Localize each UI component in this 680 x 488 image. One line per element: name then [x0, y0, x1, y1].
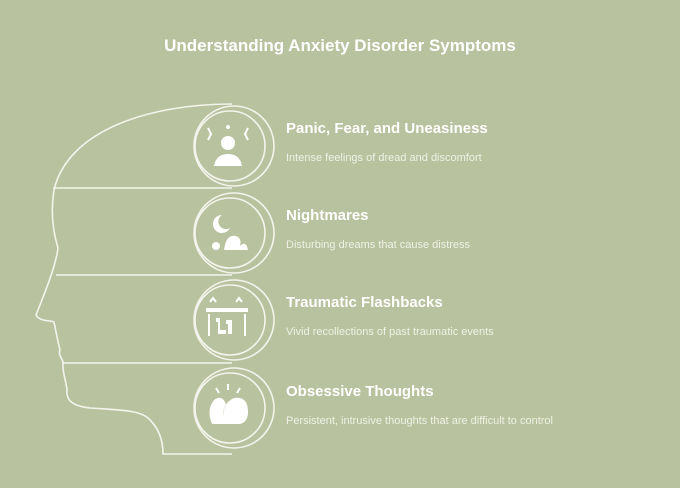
page-title: Understanding Anxiety Disorder Symptoms: [164, 36, 516, 55]
symptom-title: Obsessive Thoughts: [286, 383, 434, 400]
moon-nightmare-icon: [212, 214, 248, 250]
symptom-nightmares: Nightmares Disturbing dreams that cause …: [286, 207, 470, 252]
symptom-description: Vivid recollections of past traumatic ev…: [286, 326, 494, 338]
symptom-title: Panic, Fear, and Uneasiness: [286, 120, 488, 137]
icon-rings: [193, 105, 275, 449]
symptom-description: Persistent, intrusive thoughts that are …: [286, 415, 553, 427]
symptom-description: Intense feelings of dread and discomfort: [286, 152, 482, 164]
symptom-description: Disturbing dreams that cause distress: [286, 239, 471, 251]
symptom-title: Nightmares: [286, 207, 369, 224]
symptom-obsessive-thoughts: Obsessive Thoughts Persistent, intrusive…: [286, 383, 553, 428]
flashback-frame-icon: [206, 296, 248, 336]
panic-person-icon: [207, 125, 249, 166]
symptom-flashbacks: Traumatic Flashbacks Vivid recollections…: [286, 294, 494, 339]
head-outline: [35, 103, 233, 455]
symptom-panic: Panic, Fear, and Uneasiness Intense feel…: [286, 120, 488, 165]
symptom-title: Traumatic Flashbacks: [286, 294, 443, 311]
obsessive-heads-icon: [209, 384, 248, 424]
